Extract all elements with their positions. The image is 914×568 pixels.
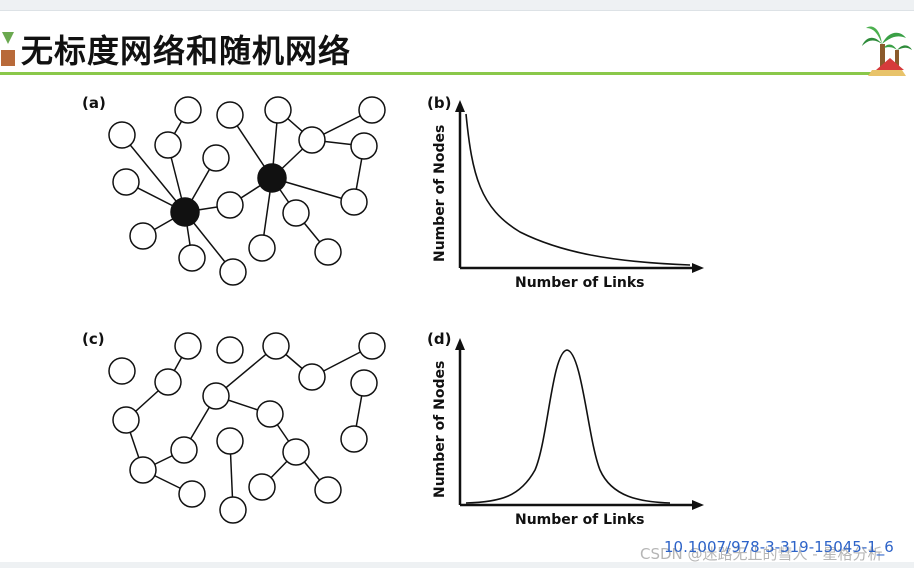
panel-d-xlabel: Number of Links (515, 512, 645, 528)
slide-title: 无标度网络和随机网络 (21, 32, 352, 70)
panel-a-label: (a) (82, 94, 106, 112)
panel-d-label: (d) (427, 330, 452, 348)
doi-link[interactable]: 10.1007/978-3-319-15045-1_6 (664, 538, 894, 556)
panel-d-ylabel: Number of Nodes (432, 360, 448, 498)
panel-b-ylabel: Number of Nodes (432, 124, 448, 262)
title-divider (0, 72, 900, 75)
scale-free-network (108, 96, 386, 286)
random-network (108, 332, 386, 524)
poisson-plot (455, 338, 704, 510)
bell-curve (465, 349, 671, 504)
watermark: CSDN @迷路无止的彗人 - 星格分析 (640, 545, 883, 563)
top-bar (0, 0, 914, 11)
panel-b-xlabel: Number of Links (515, 275, 645, 291)
panel-b-label: (b) (427, 94, 452, 112)
bottom-bar (0, 562, 914, 568)
title-bullet-icon (1, 32, 15, 66)
power-law-curve (465, 113, 691, 266)
power-law-plot (455, 100, 704, 273)
panel-c-label: (c) (82, 330, 105, 348)
palm-tree-icon (862, 26, 912, 76)
